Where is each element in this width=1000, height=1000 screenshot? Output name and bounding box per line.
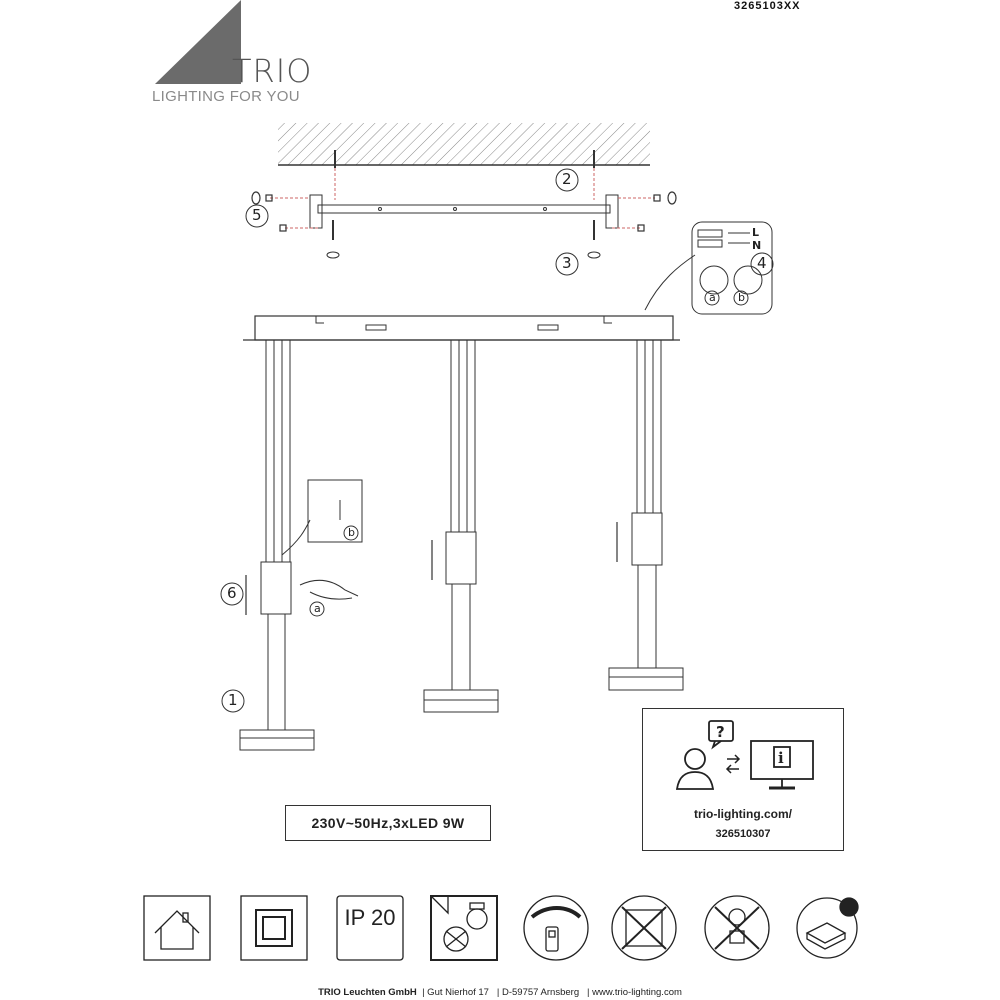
footer-web: | www.trio-lighting.com [587,987,682,998]
step-circles [220,168,774,713]
hand-detail [299,579,359,600]
person-icon [675,748,715,790]
ceiling [278,123,650,166]
wiring-neutral-label: N [752,239,762,252]
brand-tagline: LIGHTING FOR YOU [152,88,300,105]
step-6-label: 6 [227,584,237,602]
mounting-bracket [309,194,619,229]
info-illustration: ? i [675,720,814,790]
svg-text:?: ? [716,723,725,741]
step-1-label: 1 [228,691,238,709]
brand-logo-triangle [155,0,241,84]
touch-detail [281,479,363,556]
suspension-middle [423,340,499,713]
suspension-left [239,340,315,751]
wiring-b-label: b [738,291,745,304]
info-box: ? i trio-lighting.com/ 326510307 [642,708,844,851]
lower-screws [326,220,601,259]
dimmer-icon [523,895,589,961]
side-screws [270,197,655,229]
power-spec-box: 230V~50Hz,3xLED 9W [285,805,491,841]
exchange-arrows-icon [725,754,741,774]
info-code: 326510307 [715,828,771,840]
assembly-drawing [220,123,774,751]
no-led-replace-icon [704,895,770,961]
question-bubble-icon: ? [708,720,734,750]
suspension-right [608,340,684,691]
footer-address-1: | Gut Nierhof 17 [422,987,489,998]
height-arrows [245,522,618,615]
indoor-use-icon [143,895,211,961]
protection-class-ii-icon [240,895,308,961]
wiring-live-label: L [752,226,760,239]
ip20-frame [336,895,404,961]
step-5-label: 5 [252,206,262,224]
footer-address-2: | D-59757 Arnsberg [496,987,580,998]
footer: TRIO Leuchten GmbH | Gut Nierhof 17 | D-… [0,987,1000,998]
footer-company: TRIO Leuchten GmbH [318,987,417,998]
wiring-a-label: a [709,291,716,304]
canopy [243,315,680,341]
no-pattern-icon [611,895,677,961]
side-screw-heads [251,191,677,232]
info-url: trio-lighting.com/ [694,807,792,821]
not-for-bulb-icon [430,895,498,961]
model-code: 3265103XX [734,0,801,12]
step-4-label: 4 [757,254,767,272]
substep-b-label: b [348,526,355,539]
step-3-label: 3 [562,254,572,272]
svg-text:i: i [778,749,784,767]
substep-a-label: a [314,602,321,615]
brand-name: TRIO [232,52,313,90]
ip-rating-text: IP 20 [344,905,396,930]
recycle-icon [796,897,859,959]
monitor-info-icon: i [750,740,814,790]
step-2-label: 2 [562,170,572,188]
